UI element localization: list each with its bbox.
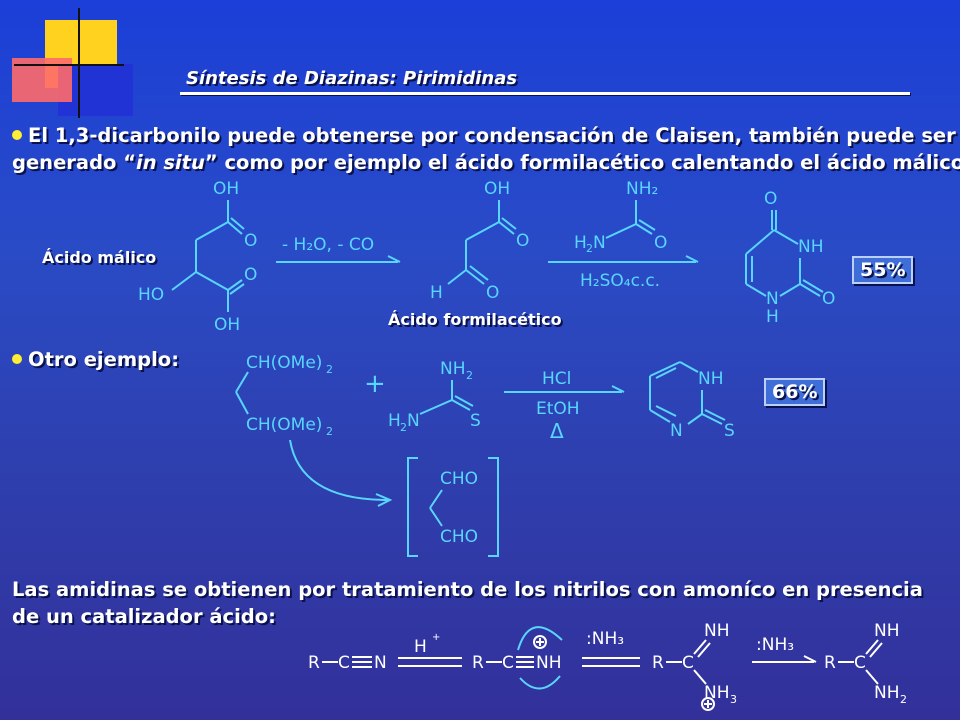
paragraph1-in-situ: in situ xyxy=(136,151,205,174)
svg-text:O: O xyxy=(486,283,499,303)
svg-text:H: H xyxy=(574,233,587,253)
ammonia-label-1: :NH₃ xyxy=(586,629,624,649)
svg-text:2: 2 xyxy=(900,693,907,706)
curved-arrow-head xyxy=(375,493,393,507)
paragraph1-line1: El 1,3-dicarbonilo puede obtenerse por c… xyxy=(28,124,956,147)
heat-delta-icon: Δ xyxy=(550,419,564,443)
svg-text:OH: OH xyxy=(213,179,239,199)
label-acido-formilacetico: Ácido formilacético xyxy=(388,310,562,329)
svg-text:O: O xyxy=(822,289,835,309)
svg-text:CHO: CHO xyxy=(440,469,478,489)
svg-text:R: R xyxy=(652,653,664,673)
svg-text:N: N xyxy=(670,421,683,441)
svg-text:NH: NH xyxy=(798,237,824,257)
paragraph3-line1: Las amidinas se obtienen por tratamiento… xyxy=(12,578,923,601)
yield-badge-55: 55% xyxy=(852,256,914,284)
paragraph1-line2b: ” como por ejemplo el ácido formilacétic… xyxy=(204,151,960,174)
urea-nh2: NH₂ xyxy=(626,179,658,199)
svg-text:O: O xyxy=(516,231,529,251)
svg-text:OH: OH xyxy=(484,179,510,199)
svg-text:O: O xyxy=(654,233,667,253)
paragraph-claisen: El 1,3-dicarbonilo puede obtenerse por c… xyxy=(12,122,960,176)
bullet-icon xyxy=(12,353,22,364)
svg-text:H: H xyxy=(430,283,443,303)
svg-text:H: H xyxy=(766,307,779,327)
pyrimidinethione-structure: NH S N xyxy=(649,361,735,441)
svg-text:HO: HO xyxy=(138,285,164,305)
svg-text:O: O xyxy=(244,265,257,285)
svg-text:N: N xyxy=(374,653,387,673)
svg-text:NH: NH xyxy=(874,683,900,703)
bullet-icon xyxy=(12,129,22,140)
formylacetic-acid-structure: OH O H O xyxy=(430,179,529,303)
svg-text:OH: OH xyxy=(214,315,240,335)
svg-text:N: N xyxy=(407,411,420,431)
malonaldehyde-structure: CHO CHO xyxy=(407,457,499,557)
label-acido-malico: Ácido málico xyxy=(42,248,157,267)
svg-text:CHO: CHO xyxy=(440,527,478,547)
arrow3-reagent-bottom: EtOH xyxy=(536,399,580,419)
title-divider xyxy=(180,92,910,95)
svg-text:R: R xyxy=(308,653,320,673)
svg-text:R: R xyxy=(824,653,836,673)
svg-text:NH: NH xyxy=(536,653,562,673)
svg-text:2: 2 xyxy=(586,242,593,255)
svg-text:2: 2 xyxy=(326,425,333,438)
svg-text:O: O xyxy=(244,231,257,251)
yield-badge-66: 66% xyxy=(764,378,826,406)
svg-text:3: 3 xyxy=(730,693,737,706)
paragraph1-line2a: generado “ xyxy=(12,151,137,174)
svg-text:N: N xyxy=(593,233,606,253)
page-title: Síntesis de Diazinas: Pirimidinas xyxy=(186,68,518,89)
svg-text:+: + xyxy=(432,632,440,643)
ammonia-label-2: :NH₃ xyxy=(756,635,794,655)
svg-text:2: 2 xyxy=(326,363,333,376)
svg-text:C: C xyxy=(502,653,514,673)
svg-text:N: N xyxy=(766,289,779,309)
svg-text:NH: NH xyxy=(874,621,900,641)
svg-text:CH(OMe): CH(OMe) xyxy=(246,353,322,373)
svg-text:NH: NH xyxy=(698,369,724,389)
svg-text:NH: NH xyxy=(704,621,730,641)
svg-text:S: S xyxy=(724,421,735,441)
svg-text:2: 2 xyxy=(400,421,407,434)
logo-decoration xyxy=(0,0,140,120)
arrow2-conditions: H₂SO₄c.c. xyxy=(580,271,660,291)
bis-acetal-structure: CH(OMe) 2 CH(OMe) 2 xyxy=(235,353,333,438)
reaction-arrow-2 xyxy=(548,255,699,263)
plus-sign: + xyxy=(364,369,386,399)
svg-text:CH(OMe): CH(OMe) xyxy=(246,415,322,435)
svg-text:NH: NH xyxy=(440,359,466,379)
uracil-structure: O NH O N H xyxy=(745,189,835,327)
paragraph3-line2: de un catalizador ácido: xyxy=(12,605,276,628)
reaction-arrow-3 xyxy=(504,385,625,393)
arrow1-conditions: - H₂O, - CO xyxy=(282,235,374,255)
malic-acid-structure: OH O HO O OH xyxy=(138,179,257,335)
acid-label: H xyxy=(414,637,427,657)
reaction-arrow-1 xyxy=(276,255,401,263)
paragraph-amidinas: Las amidinas se obtienen por tratamiento… xyxy=(12,576,923,630)
svg-text:O: O xyxy=(764,189,777,209)
svg-text:R: R xyxy=(472,653,484,673)
svg-text:S: S xyxy=(470,411,481,431)
svg-text:C: C xyxy=(854,653,866,673)
paragraph-otro-ejemplo: Otro ejemplo: xyxy=(12,348,179,371)
arrow3-reagent-top: HCl xyxy=(542,369,571,389)
svg-text:C: C xyxy=(338,653,350,673)
svg-text:H: H xyxy=(388,411,401,431)
curved-arrow xyxy=(289,439,389,501)
svg-text:2: 2 xyxy=(466,369,473,382)
svg-text:C: C xyxy=(682,653,694,673)
otro-ejemplo-label: Otro ejemplo: xyxy=(28,348,179,371)
